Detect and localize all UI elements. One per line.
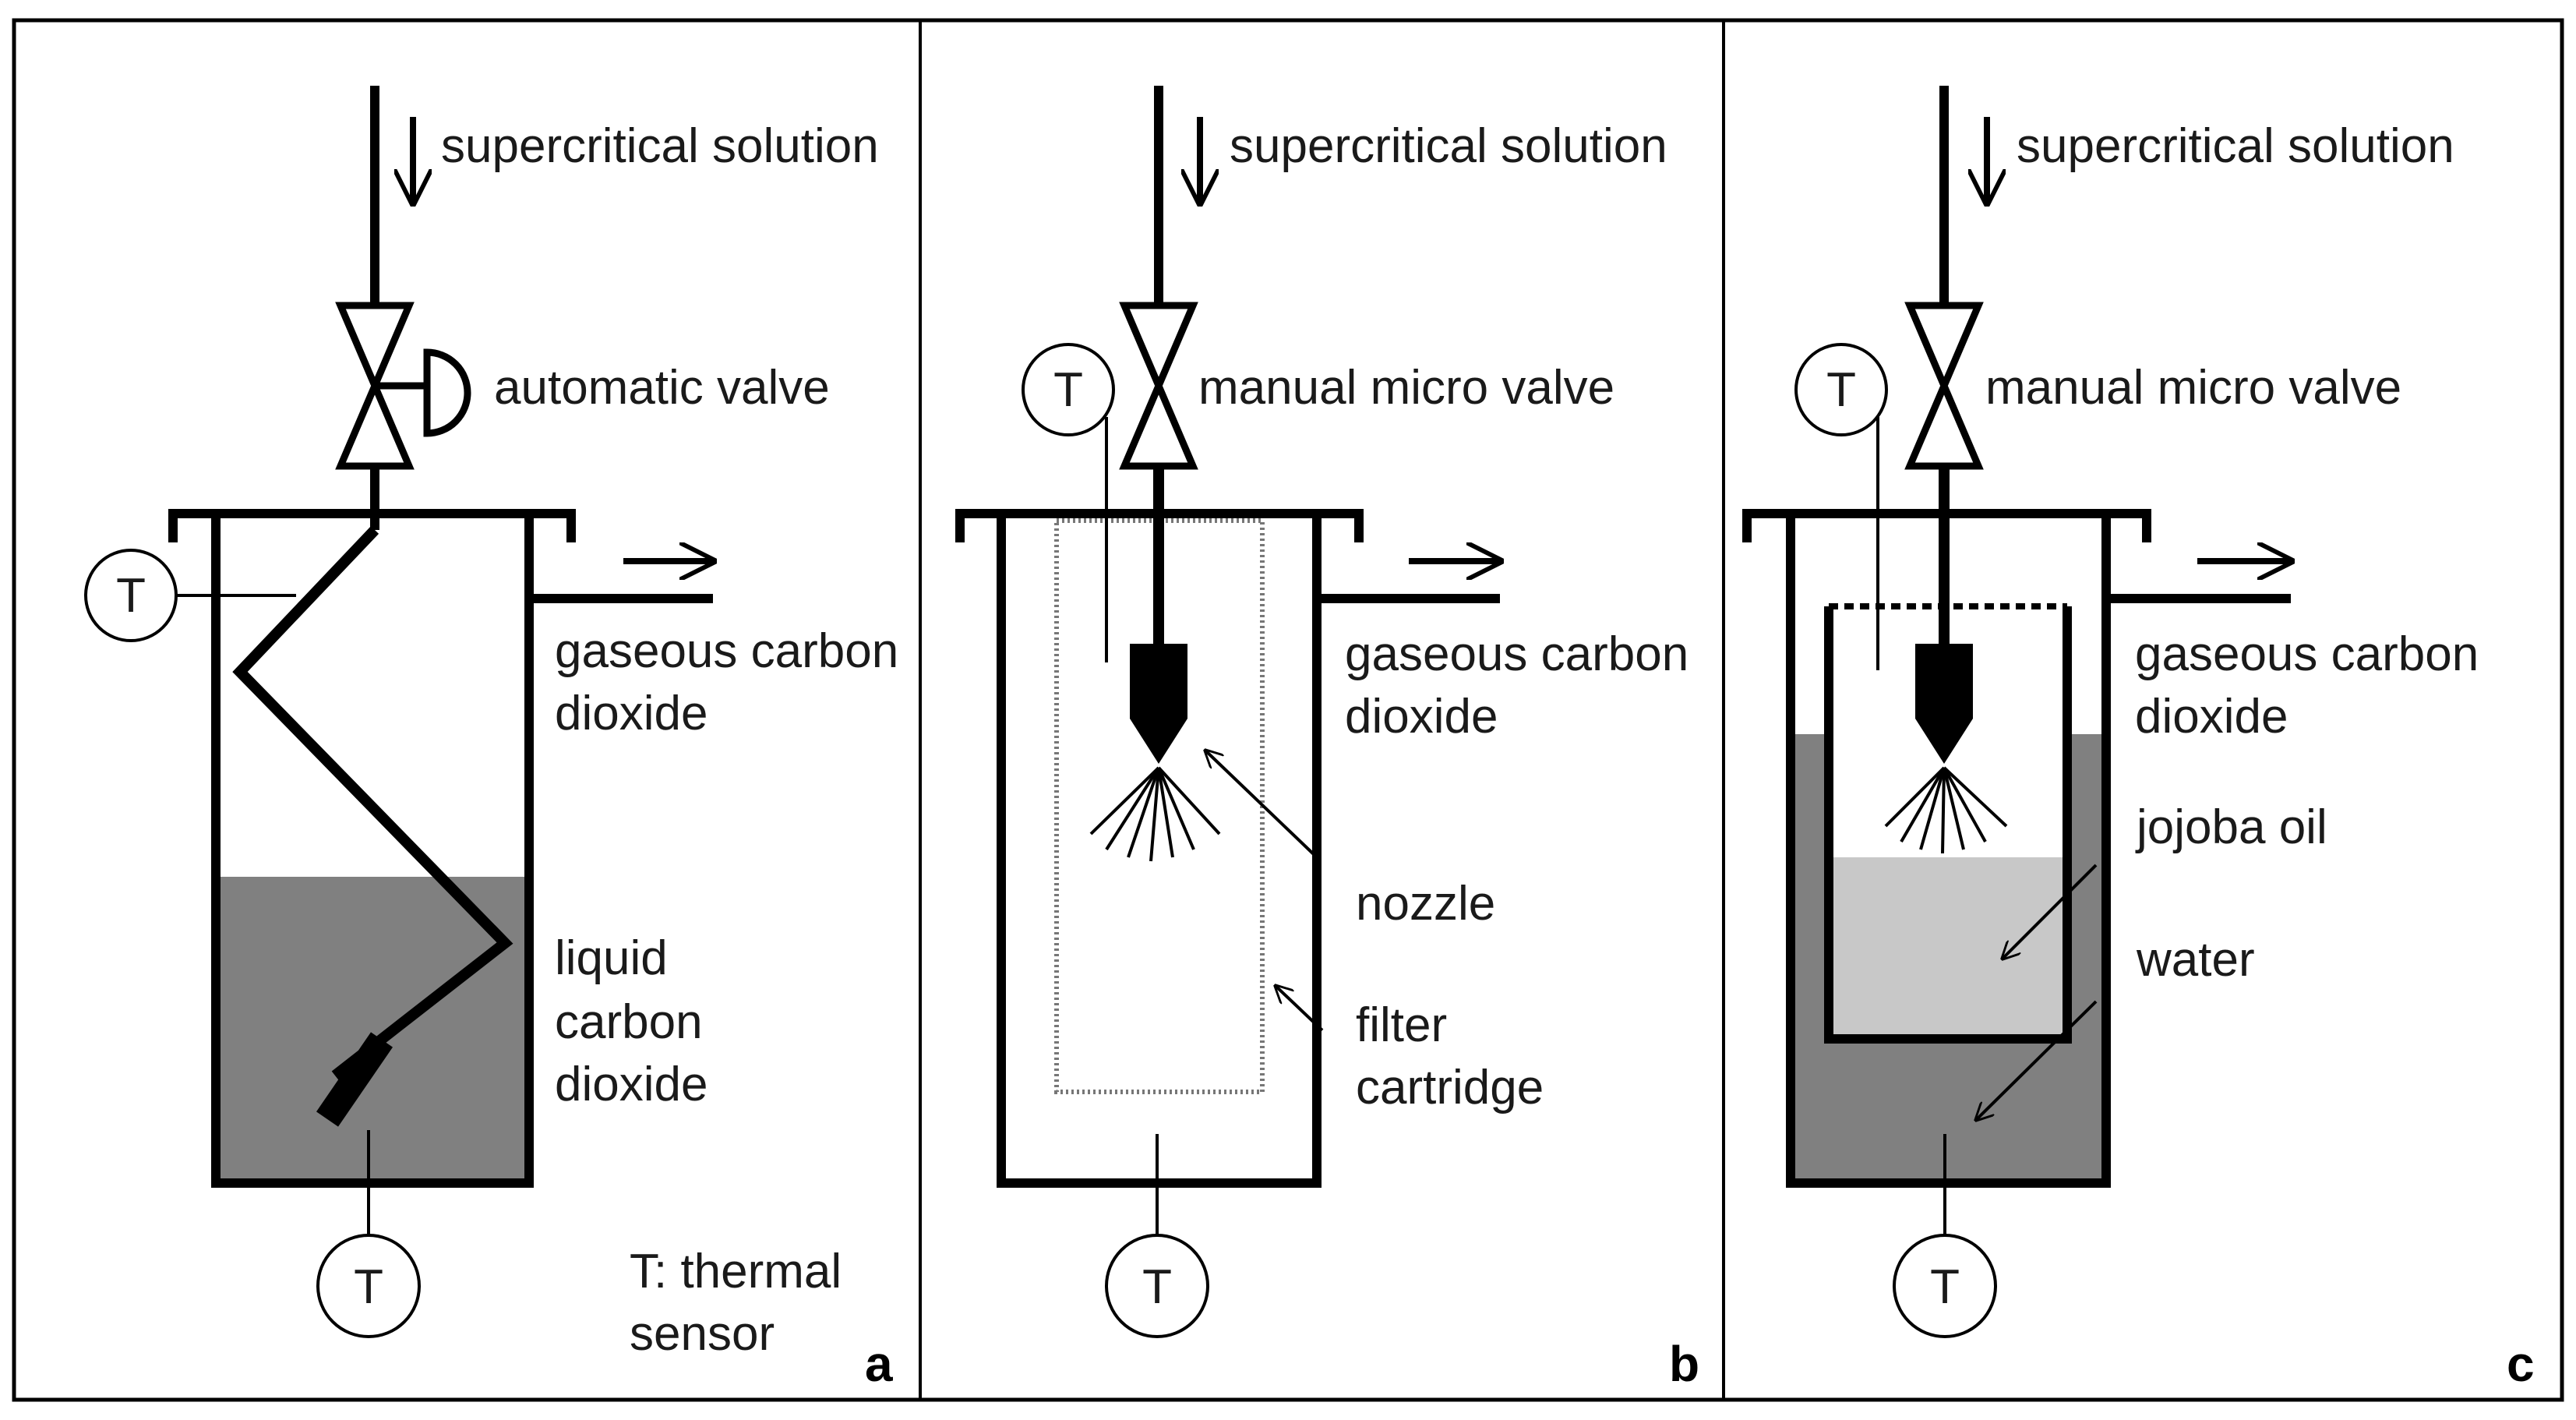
nozzle-icon <box>1130 644 1187 764</box>
sensor-bottom-label: T <box>1930 1260 1960 1314</box>
filter-label-line2: cartridge <box>1356 1061 1544 1114</box>
panel-a: T T supercritical solution automatic val… <box>84 86 898 1392</box>
sensor-top-label: T <box>1826 363 1856 417</box>
thermal-sensor-icon <box>1794 343 1888 436</box>
gas-label-line2: dioxide <box>1345 690 1498 744</box>
liquid-label-line1: liquid <box>555 931 668 985</box>
dip-tube <box>232 526 513 1080</box>
inner-beaker <box>1824 606 2072 1044</box>
liquid-label-line2: carbon <box>555 995 703 1049</box>
oil-label: jojoba oil <box>2135 800 2327 854</box>
spray-lines <box>1089 766 1221 862</box>
nozzle-icon <box>1915 644 1973 764</box>
filter-pointer <box>1276 986 1324 1032</box>
jojoba-oil-fill <box>1829 857 2067 1039</box>
liquid-label-line3: dioxide <box>555 1058 708 1111</box>
valve-label: manual micro valve <box>1198 361 1614 415</box>
inlet-label: supercritical solution <box>441 119 879 173</box>
panel-b: T T supercritical solution manual micro … <box>955 86 1699 1392</box>
manual-valve-icon <box>1119 302 1198 470</box>
vessel-body <box>1786 514 2111 1188</box>
gas-label-line2: dioxide <box>555 687 708 740</box>
valve-label: automatic valve <box>494 361 830 415</box>
oil-pointer <box>2003 864 2098 959</box>
valve-actuator-icon <box>423 348 471 437</box>
vessel-body <box>997 514 1322 1188</box>
panel-c: T T supercritical solution manual micro … <box>1742 86 2535 1392</box>
legend-line1: T: thermal <box>630 1245 842 1298</box>
sensor-top-label: T <box>1053 363 1083 417</box>
gas-label-line1: gaseous carbon <box>2135 627 2479 681</box>
water-label: water <box>2136 933 2255 987</box>
manual-valve-icon <box>1904 302 1984 470</box>
legend-line2: sensor <box>630 1307 775 1361</box>
water-pointer <box>1976 1000 2098 1120</box>
gas-label-line2: dioxide <box>2135 690 2288 744</box>
sensor-bottom-label: T <box>354 1260 383 1314</box>
vessel-body <box>211 514 534 1188</box>
gas-label-line1: gaseous carbon <box>555 624 898 678</box>
sensor-bottom-label: T <box>1142 1260 1172 1314</box>
thermal-sensor-icon <box>1022 343 1115 436</box>
valve-label: manual micro valve <box>1985 361 2401 415</box>
inlet-label: supercritical solution <box>2017 119 2454 173</box>
spray-lines <box>1884 766 2008 854</box>
inlet-label: supercritical solution <box>1230 119 1667 173</box>
gas-label-line1: gaseous carbon <box>1345 627 1689 681</box>
panel-letter: c <box>2507 1336 2535 1392</box>
filter-label-line1: filter <box>1356 998 1447 1052</box>
panel-letter: a <box>865 1336 893 1392</box>
sensor-top-label: T <box>116 569 146 623</box>
figure-frame <box>12 18 2564 1402</box>
nozzle-pointer <box>1205 751 1318 859</box>
liquid-carbon-dioxide-fill <box>216 877 529 1183</box>
dip-tube-tip <box>316 1032 393 1127</box>
panel-letter: b <box>1669 1336 1699 1392</box>
nozzle-label: nozzle <box>1356 877 1495 931</box>
